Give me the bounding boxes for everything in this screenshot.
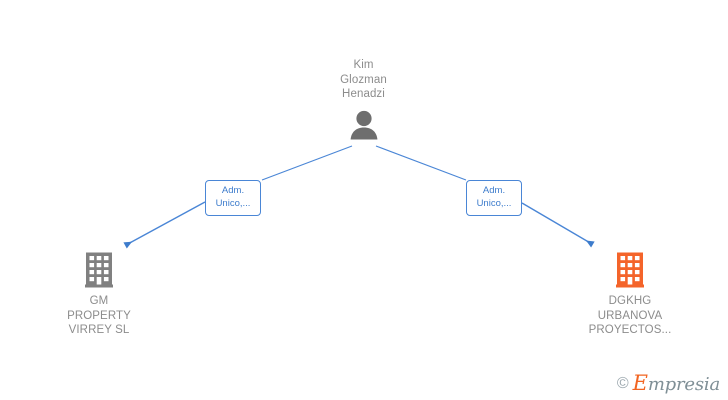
brand-initial: E xyxy=(632,371,648,395)
company-name-label-right: DGKHG URBANOVA PROYECTOS... xyxy=(588,295,672,336)
brand-rest: mpresia xyxy=(647,374,720,395)
brand-wordmark: Empresia xyxy=(632,371,721,395)
edge-person-to-right-label xyxy=(375,145,467,181)
relation-label-left[interactable]: Adm. Unico,... xyxy=(205,180,261,216)
building-icon xyxy=(85,252,113,288)
edge-person-to-left-label xyxy=(261,145,353,181)
edge-right-label-to-company xyxy=(521,202,595,248)
person-node[interactable]: Kim Glozman Henadzi xyxy=(306,58,421,142)
relation-label-right[interactable]: Adm. Unico,... xyxy=(466,180,522,216)
copyright-icon: © xyxy=(616,374,629,392)
person-silhouette-icon xyxy=(350,110,377,139)
watermark: © Empresia xyxy=(617,373,720,394)
company-node-right[interactable]: DGKHG URBANOVA PROYECTOS... xyxy=(570,252,690,338)
building-icon xyxy=(616,252,644,288)
company-name-label-left: GM PROPERTY VIRREY SL xyxy=(67,295,131,336)
person-name-label: Kim Glozman Henadzi xyxy=(340,59,387,100)
edge-left-label-to-company xyxy=(123,201,206,249)
company-node-left[interactable]: GM PROPERTY VIRREY SL xyxy=(39,252,159,338)
